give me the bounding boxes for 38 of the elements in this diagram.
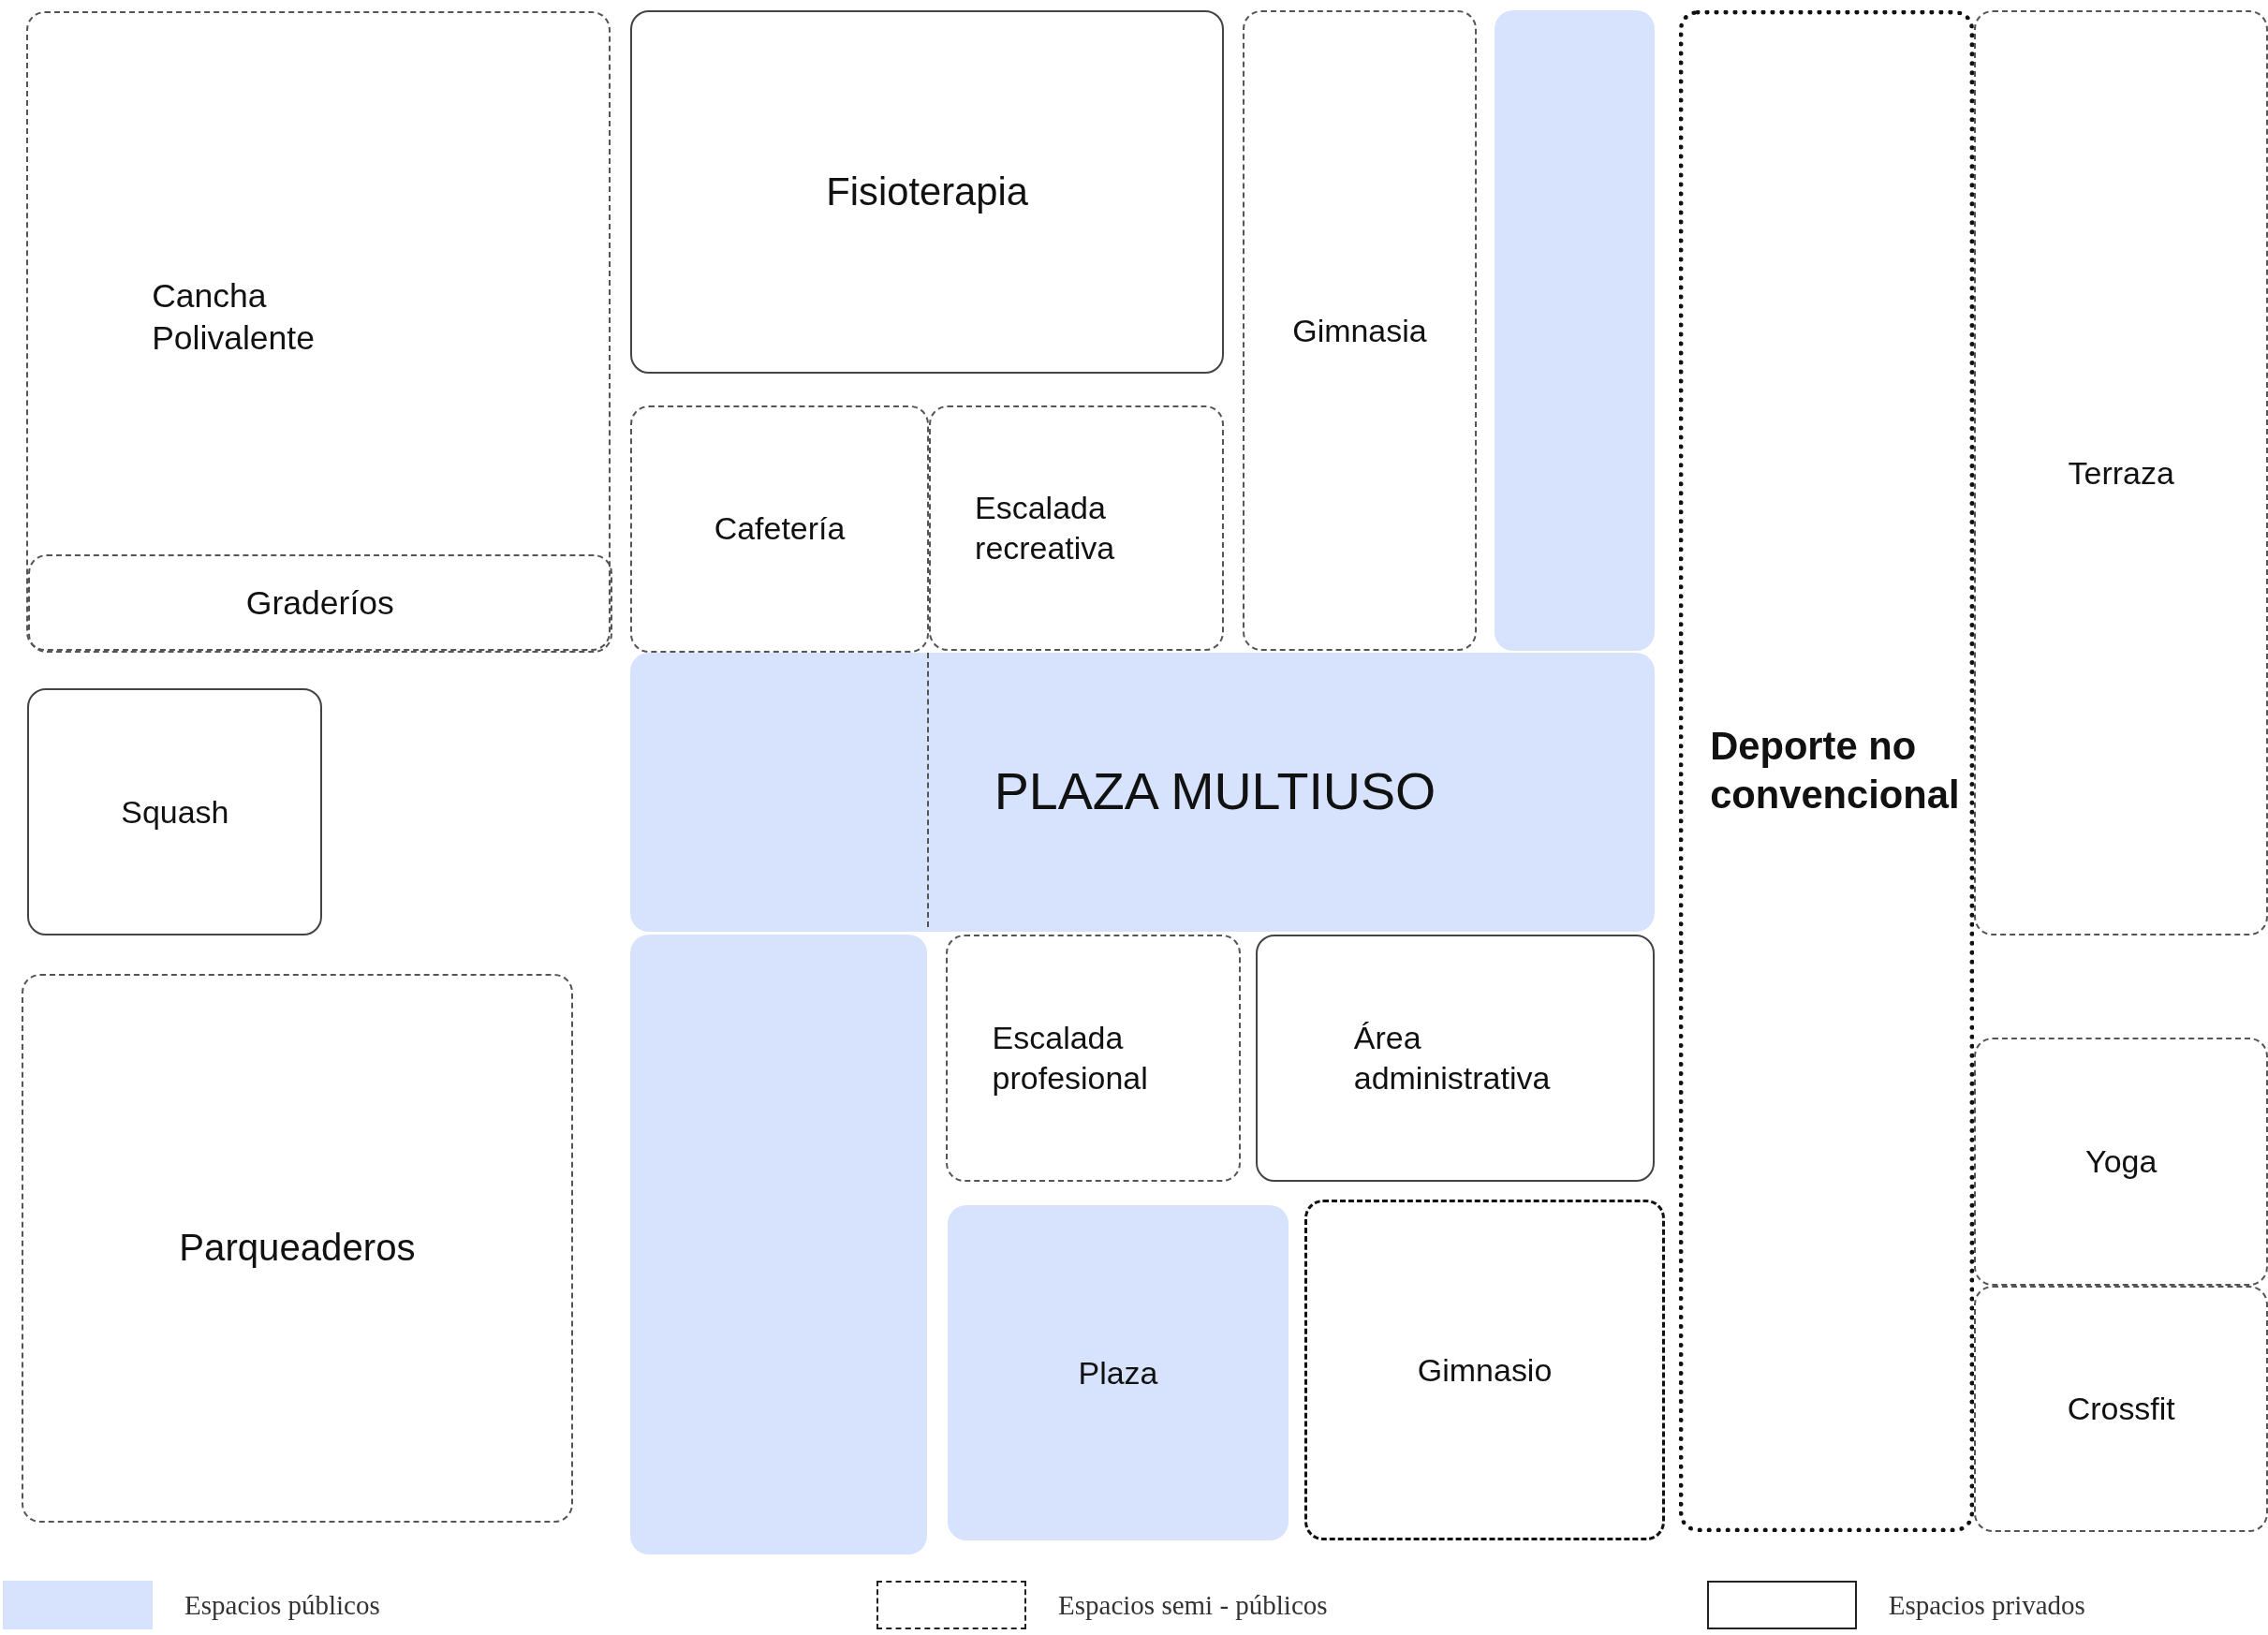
semi-public-zone xyxy=(1974,9,2268,936)
zone-label: Parqueaderos xyxy=(179,1225,416,1271)
zone-label: Deporte no convencional xyxy=(1710,723,1956,819)
public-zone xyxy=(630,652,1656,932)
public-zone xyxy=(630,934,928,1555)
legend-label: Espacios privados xyxy=(1888,1589,2085,1621)
zone-label: Squash xyxy=(121,793,229,832)
zone-label: Plaza xyxy=(1078,1353,1158,1392)
semi-public-zone xyxy=(1974,1286,2268,1532)
zone-label: PLAZA MULTIUSO xyxy=(994,760,1436,822)
private-zone xyxy=(1255,934,1656,1182)
zone-label: Escalada profesional xyxy=(992,1019,1149,1097)
legend-label: Espacios públicos xyxy=(184,1589,380,1621)
zone-area xyxy=(1304,1199,1665,1541)
semi-public-zone xyxy=(1974,1037,2268,1287)
legend-label: Espacios semi - públicos xyxy=(1058,1589,1328,1621)
zone-label: Gimnasio xyxy=(1417,1350,1553,1390)
zone-label: Gimnasia xyxy=(1292,311,1427,350)
zone-label: Crossfit xyxy=(2067,1390,2175,1429)
zone-label: Cafetería xyxy=(714,509,846,549)
zone-label: Escalada recreativa xyxy=(975,489,1116,567)
zone-label: Yoga xyxy=(2085,1142,2158,1182)
private-zone xyxy=(27,688,323,936)
semi-public-zone xyxy=(22,973,573,1524)
zone-label: Terraza xyxy=(2068,453,2174,493)
zone-label: Cancha Polivalente xyxy=(152,275,316,359)
private-zone xyxy=(630,9,1224,374)
public-zone xyxy=(947,1204,1289,1541)
zone-label: Graderíos xyxy=(245,583,394,625)
semi-public-zone xyxy=(946,934,1242,1182)
zone-label: Área administrativa xyxy=(1353,1019,1552,1097)
zone-label: Fisioterapia xyxy=(826,168,1028,215)
public-zone xyxy=(1494,9,1656,652)
semi-public-zone xyxy=(27,554,612,654)
semi-public-zone xyxy=(928,405,1224,652)
semi-public-zone xyxy=(25,11,611,652)
zone-area xyxy=(1679,9,1975,1532)
semi-public-zone xyxy=(1242,9,1478,652)
